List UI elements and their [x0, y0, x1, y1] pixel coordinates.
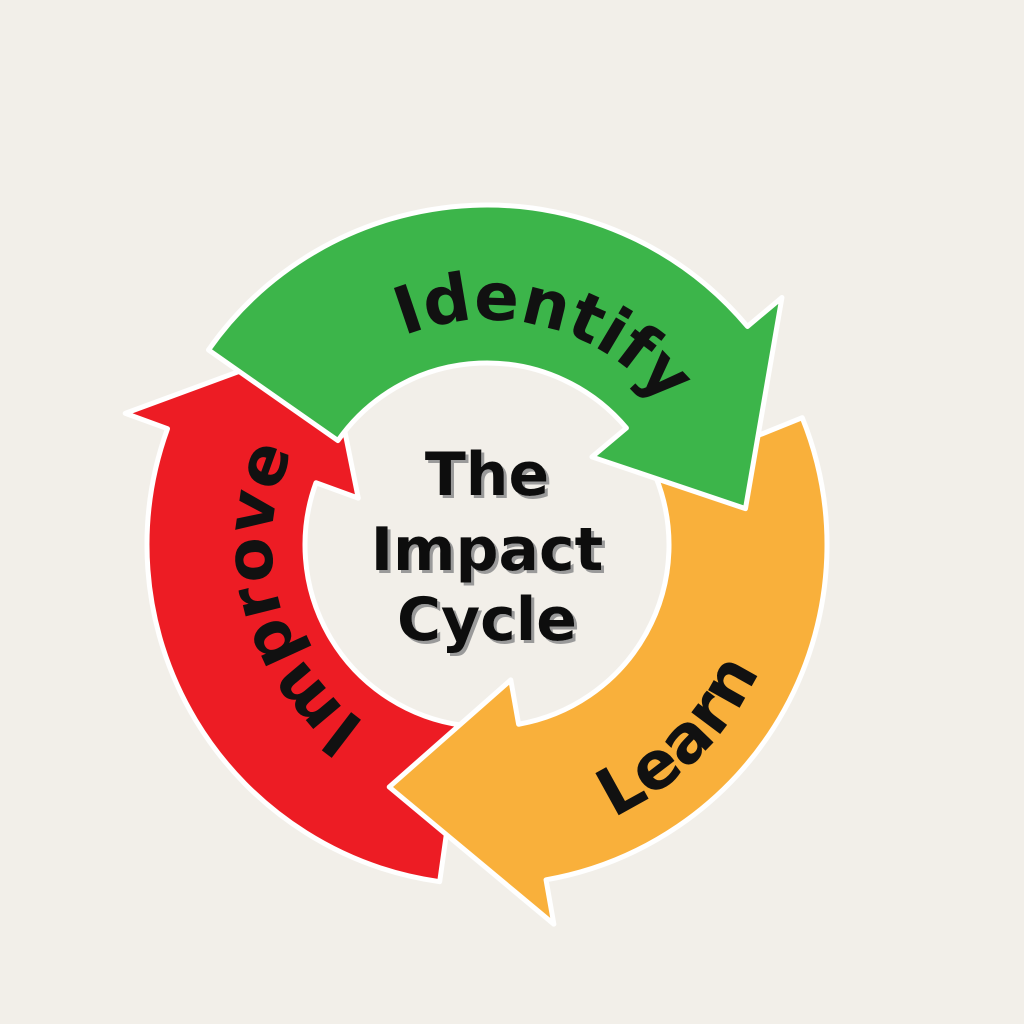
- title-line-2: Impact: [371, 515, 604, 585]
- identify-arrow: [205, 202, 785, 512]
- center-title: The Impact Cycle: [371, 440, 604, 655]
- learn-arrow: [386, 415, 830, 927]
- title-line-3: Cycle: [397, 585, 577, 655]
- title-line-1: The: [425, 440, 549, 510]
- improve-arrow: [122, 336, 465, 885]
